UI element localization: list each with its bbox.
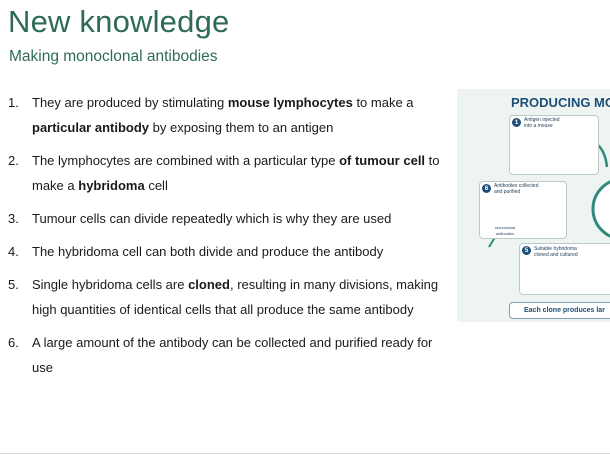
infographic-footer: Each clone produces lar <box>509 302 610 319</box>
list-item: 2. The lymphocytes are combined with a pa… <box>8 148 450 198</box>
item-text: The hybridoma cell can both divide and p… <box>32 244 384 259</box>
steps-list: 1. They are produced by stimulating mouse… <box>8 90 450 388</box>
item-text: They are produced by stimulating mouse l… <box>32 95 414 135</box>
step-label: Antibodies collected and purified <box>494 183 539 195</box>
step1-card <box>509 115 599 175</box>
infographic-title: PRODUCING MO <box>511 95 610 110</box>
item-number: 3. <box>8 211 19 226</box>
item-text: Single hybridoma cells are cloned, resul… <box>32 277 439 317</box>
item-number: 5. <box>8 277 19 292</box>
page-subtitle: Making monoclonal antibodies <box>9 48 218 65</box>
list-item: 1. They are produced by stimulating mouse… <box>8 90 450 140</box>
item-text: The lymphocytes are combined with a part… <box>32 153 440 193</box>
list-item: 3. Tumour cells can divide repeatedly whi… <box>8 206 450 231</box>
step-label: Antigen injected into a mouse <box>524 117 560 129</box>
item-text: A large amount of the antibody can be co… <box>32 335 433 375</box>
item-number: 6. <box>8 335 19 350</box>
list-item: 6. A large amount of the antibody can be … <box>8 330 450 380</box>
step5-card <box>519 243 610 295</box>
page-title: New knowledge <box>8 4 230 39</box>
step-number-badge: 6 <box>482 184 491 193</box>
item-number: 4. <box>8 244 19 259</box>
step-sublabel: monoclonal antibodies <box>494 225 516 236</box>
item-text: Tumour cells can divide repeatedly which… <box>32 211 392 226</box>
step-number-badge: 5 <box>522 246 531 255</box>
item-number: 2. <box>8 153 19 168</box>
infographic-image: PRODUCING MO 1 Antigen injected into a m… <box>457 89 610 322</box>
list-item: 5. Single hybridoma cells are cloned, res… <box>8 272 450 322</box>
list-item: 4. The hybridoma cell can both divide and… <box>8 239 450 264</box>
cycle-circle-icon <box>591 180 610 238</box>
step-number-badge: 1 <box>512 118 521 127</box>
step-label: Suitable hybridoma cloned and cultured <box>534 246 578 258</box>
step6-card <box>479 181 567 239</box>
divider <box>0 453 610 454</box>
item-number: 1. <box>8 95 19 110</box>
